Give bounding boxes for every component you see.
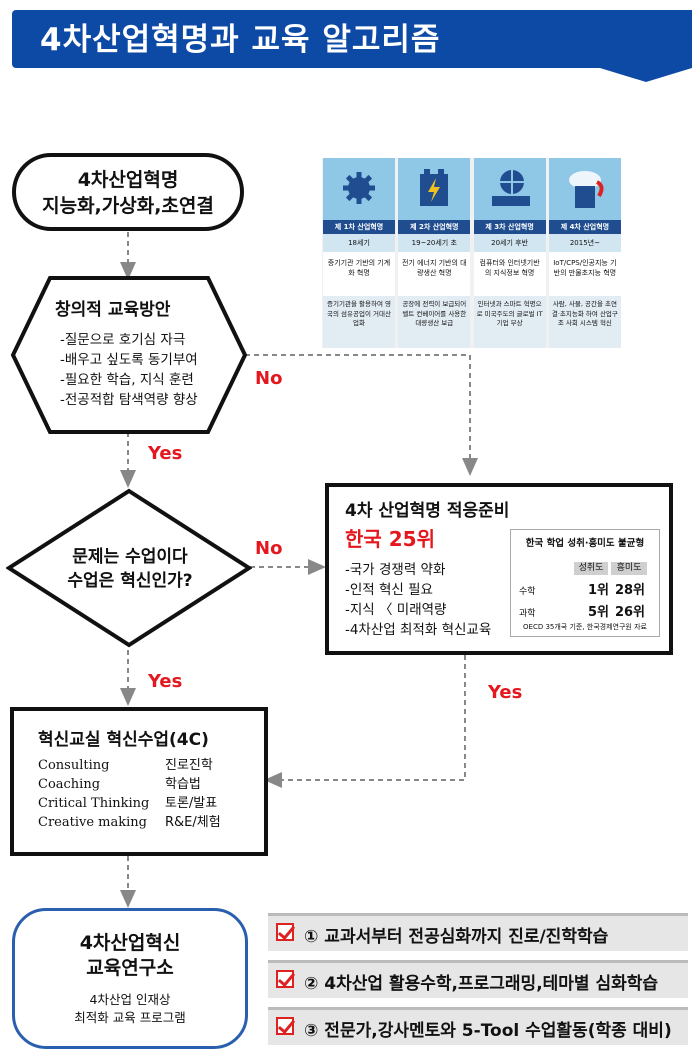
institute-sub1: 4차산업 인재상 (89, 992, 171, 1007)
diamond-line1: 문제는 수업이다 (72, 547, 188, 567)
readiness-item: -국가 경쟁력 약화 (345, 562, 446, 578)
hexagon-item: -필요한 학습, 지식 훈련 (60, 372, 194, 388)
score-interest: 26위 (614, 605, 645, 620)
industry-basis: 컴퓨터와 인터넷기반의 지식정보 혁명 (479, 259, 540, 277)
title-banner (12, 10, 690, 68)
score-header-achieve: 성취도 (574, 562, 608, 575)
industry-desc: 사람, 사물, 공간을 초연결·초지능화 하여 산업구조 사회 시스템 혁신 (548, 296, 621, 348)
institute-line2: 교육연구소 (86, 957, 174, 979)
score-subject: 수학 (519, 587, 536, 597)
readiness-title: 4차 산업혁명 적응준비 (345, 501, 510, 521)
innovation-ko: 토론/발표 (165, 796, 218, 811)
laptop-globe-icon (473, 158, 546, 220)
diamond-line2: 수업은 혁신인가? (67, 571, 193, 591)
score-table: 한국 학업 성취·흥미도 불균형 성취도 흥미도 수학 1위 28위 과학 5위… (510, 529, 660, 637)
innovation-en: Consulting (38, 758, 110, 773)
label-yes-1: Yes (148, 443, 183, 464)
industry-title: 제 2차 산업혁명 (398, 220, 471, 234)
checkbox-icon (276, 970, 294, 988)
innovation-ko: 진로진학 (165, 758, 213, 773)
readiness-list: -국가 경쟁력 약화 -인적 혁신 필요 -지식 〈 미래역량 -4차산업 최적… (345, 560, 491, 640)
hexagon-item: -질문으로 호기심 자극 (60, 332, 186, 348)
industry-era: 20세기 후반 (473, 234, 546, 252)
checklist-item-3: ③ 전문가,강사멘토와 5-Tool 수업활동(학종 대비) (268, 1007, 688, 1045)
institute-node: 4차산업혁신 교육연구소 4차산업 인재상 최적화 교육 프로그램 (12, 908, 248, 1049)
innovation-title: 혁신교실 혁신수업(4C) (38, 730, 209, 750)
label-no-2: No (255, 538, 283, 559)
hexagon-shape (10, 276, 248, 434)
checkbox-icon (276, 923, 294, 941)
innovation-en: Critical Thinking (38, 796, 150, 811)
battery-icon (398, 158, 471, 220)
start-line1: 4차산업혁명 (77, 169, 179, 191)
start-node: 4차산업혁명 지능화,가상화,초연결 (12, 153, 244, 231)
gear-icon (323, 158, 395, 220)
industry-title: 제 4차 산업혁명 (548, 220, 621, 234)
start-line2: 지능화,가상화,초연결 (42, 195, 214, 217)
hexagon-list: -질문으로 호기심 자극 -배우고 싶도록 동기부여 -필요한 학습, 지식 훈… (60, 330, 198, 410)
score-subject: 과학 (519, 609, 536, 619)
industry-era: 19~20세기 초 (398, 234, 471, 252)
innovation-ko-list: 진로진학 학습법 토론/발표 R&E/체험 (165, 756, 221, 832)
innovation-en: Creative making (38, 815, 147, 830)
score-achieve: 1위 (587, 583, 609, 598)
checklist-item-2: ② 4차산업 활용수학,프로그래밍,테마별 심화학습 (268, 960, 688, 998)
readiness-item: -4차산업 최적화 혁신교육 (345, 622, 492, 638)
score-table-title: 한국 학업 성취·흥미도 불균형 (525, 538, 645, 549)
label-yes-3: Yes (488, 682, 523, 703)
score-achieve: 5위 (587, 605, 609, 620)
innovation-box (10, 707, 268, 856)
industry-basis: IoT/CPS/인공지능 기반의 만물초지능 혁명 (553, 259, 617, 277)
score-header-interest: 흥미도 (611, 562, 647, 575)
institute-sub2: 최적화 교육 프로그램 (74, 1010, 186, 1025)
checklist-text: ① 교과서부터 전공심화까지 진로/진학학습 (304, 927, 609, 947)
innovation-en: Coaching (38, 777, 101, 792)
checkbox-icon (276, 1017, 294, 1035)
industry-basis: 전기 에너지 기반의 대량생산 혁명 (401, 259, 467, 277)
diamond-text: 문제는 수업이다 수업은 혁신인가? (40, 545, 220, 593)
industry-era: 18세기 (323, 234, 395, 252)
checklist-text: ② 4차산업 활용수학,프로그래밍,테마별 심화학습 (304, 974, 659, 994)
industry-desc: 증기기관을 활용하여 영국의 섬유공업이 거대산업화 (323, 296, 395, 348)
industry-desc: 공장에 전력이 보급되어 벨트 컨베이어를 사용한 대량생산 보급 (398, 296, 471, 348)
institute-line1: 4차산업혁신 (79, 932, 181, 954)
banner-ribbon (600, 10, 692, 82)
label-no-1: No (255, 368, 283, 389)
industry-era: 2015년~ (548, 234, 621, 252)
hexagon-item: -배우고 싶도록 동기부여 (60, 352, 198, 368)
arrow-no-to-readiness (245, 354, 478, 476)
page-title: 4차산업혁명과 교육 알고리즘 (40, 22, 441, 58)
innovation-ko: 학습법 (165, 777, 201, 792)
industry-desc: 인터넷과 스마트 혁명으로 미국주도의 글로벌 IT기업 부상 (473, 296, 546, 348)
readiness-item: -지식 〈 미래역량 (345, 602, 447, 618)
arrow-yes-to-innovation-2 (264, 655, 466, 788)
checklist-item-1: ① 교과서부터 전공심화까지 진로/진학학습 (268, 913, 688, 951)
diamond-shape (6, 488, 252, 648)
hexagon-item: -전공적합 탐색역량 향상 (60, 392, 198, 408)
hexagon-title: 창의적 교육방안 (55, 300, 171, 320)
label-yes-2: Yes (148, 671, 183, 692)
score-source: OECD 35개국 기준, 한국경제연구원 자료 (523, 623, 647, 631)
innovation-ko: R&E/체험 (165, 815, 221, 830)
checklist-text: ③ 전문가,강사멘토와 5-Tool 수업활동(학종 대비) (304, 1021, 672, 1041)
industry-basis: 증기기관 기반의 기계화 혁명 (327, 259, 391, 277)
readiness-item: -인적 혁신 필요 (345, 582, 433, 598)
innovation-en-list: Consulting Coaching Critical Thinking Cr… (38, 756, 149, 832)
score-interest: 28위 (614, 583, 645, 598)
industry-title: 제 3차 산업혁명 (473, 220, 546, 234)
cloud-tablet-icon (548, 158, 621, 220)
readiness-rank: 한국 25위 (345, 527, 435, 551)
industry-title: 제 1차 산업혁명 (323, 220, 395, 234)
